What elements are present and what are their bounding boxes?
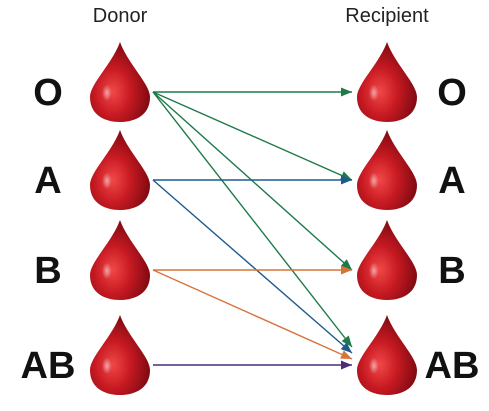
arrow-o-to-o <box>153 87 352 97</box>
donor-drop-o-icon <box>90 42 150 122</box>
recipient-drop-a-icon <box>357 130 417 210</box>
donor-type-label-a: A <box>34 160 61 202</box>
donor-type-label-ab: AB <box>21 345 76 387</box>
donor-drop-a-icon <box>90 130 150 210</box>
donor-type-label-o: O <box>33 72 63 114</box>
recipient-type-label-o: O <box>437 72 467 114</box>
donor-drop-ab-icon <box>90 315 150 395</box>
blood-drops <box>90 42 417 395</box>
arrow-b-to-ab <box>152 269 353 360</box>
recipient-type-label-ab: AB <box>425 345 480 387</box>
arrow-a-to-ab <box>152 179 353 354</box>
arrow-a-to-a <box>153 175 352 185</box>
arrow-o-to-b <box>152 91 353 271</box>
recipient-drop-b-icon <box>357 220 417 300</box>
recipient-type-label-a: A <box>438 160 465 202</box>
recipient-header: Recipient <box>345 5 429 27</box>
arrow-ab-to-ab <box>153 360 352 370</box>
arrow-b-to-b <box>153 265 352 275</box>
donor-drop-b-icon <box>90 220 150 300</box>
donor-type-label-b: B <box>34 250 61 292</box>
recipient-drop-o-icon <box>357 42 417 122</box>
recipient-type-label-b: B <box>438 250 465 292</box>
arrow-o-to-ab <box>152 91 353 348</box>
donor-header: Donor <box>93 5 148 27</box>
arrow-o-to-a <box>152 91 353 181</box>
recipient-drop-ab-icon <box>357 315 417 395</box>
compatibility-arrows <box>152 87 353 370</box>
